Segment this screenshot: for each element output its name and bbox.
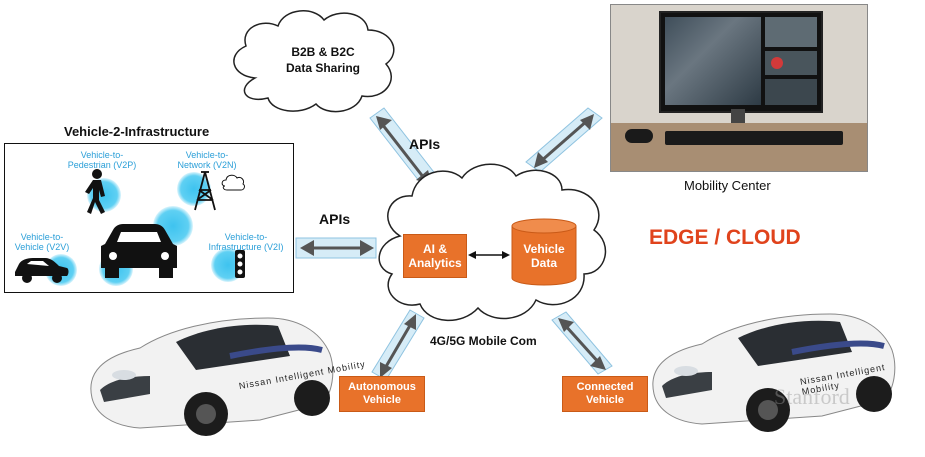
v2n-label: Vehicle-to- Network (V2N) xyxy=(167,150,247,170)
v2i-label: Vehicle-to- Infrastructure (V2I) xyxy=(201,232,291,252)
data-sharing-line2: Data Sharing xyxy=(285,61,360,75)
v2i-icons xyxy=(15,169,245,283)
autonomous-vehicle-box: Autonomous Vehicle xyxy=(339,376,425,412)
connected-vehicle-box: Connected Vehicle xyxy=(562,376,648,412)
v2i-line1: Vehicle-to- xyxy=(224,232,268,242)
connected-line1: Connected xyxy=(576,381,634,393)
pedestrian-icon xyxy=(85,169,105,214)
v2v-line1: Vehicle-to- xyxy=(20,232,64,242)
monitor-stand xyxy=(731,109,745,123)
mouse xyxy=(625,129,653,143)
v2p-label: Vehicle-to- Pedestrian (V2P) xyxy=(57,150,147,170)
mobility-center-arrow xyxy=(525,107,603,173)
ai-analytics-line2: Analytics xyxy=(408,256,462,270)
v2n-line1: Vehicle-to- xyxy=(185,150,229,160)
mobility-center-label: Mobility Center xyxy=(684,178,771,193)
v2i-panel-title: Vehicle-2-Infrastructure xyxy=(64,124,210,139)
cell-tower-icon xyxy=(194,171,216,211)
monitor-panel xyxy=(765,51,817,75)
apis-left-label: APIs xyxy=(319,211,351,227)
apis-top-label: APIs xyxy=(409,136,441,152)
monitor xyxy=(659,11,823,113)
vehicle-data-line1: Vehicle xyxy=(523,242,565,256)
v2i-panel: Vehicle-to- Pedestrian (V2P) Vehicle-to-… xyxy=(4,143,294,293)
monitor-status-panel xyxy=(765,79,817,105)
v2v-line2: Vehicle (V2V) xyxy=(14,242,70,252)
v2i-line2: Infrastructure (V2I) xyxy=(208,242,284,252)
v2v-car-icon xyxy=(15,258,69,283)
mobility-center-image xyxy=(610,4,868,172)
central-car-icon xyxy=(101,224,177,278)
autonomous-arrow xyxy=(371,309,425,381)
network-cloud-icon xyxy=(221,174,245,191)
vehicle-data-line2: Data xyxy=(530,256,557,270)
autonomous-line2: Vehicle xyxy=(363,394,401,406)
connected-arrow xyxy=(551,311,613,375)
monitor-camera-feed xyxy=(765,17,817,47)
mobile-com-label: 4G/5G Mobile Com xyxy=(430,334,537,348)
v2v-label: Vehicle-to- Vehicle (V2V) xyxy=(7,232,77,252)
apis-left-arrow xyxy=(295,237,377,259)
edge-cloud-label: EDGE / CLOUD xyxy=(649,226,801,249)
v2p-line2: Pedestrian (V2P) xyxy=(67,160,137,170)
keyboard xyxy=(665,131,843,145)
data-sharing-line1: B2B & B2C xyxy=(291,45,355,59)
stop-icon xyxy=(771,57,783,69)
v2n-line2: Network (V2N) xyxy=(177,160,237,170)
ai-analytics-line1: AI & xyxy=(422,242,447,256)
ai-analytics-box: AI & Analytics xyxy=(403,234,467,278)
connected-line2: Vehicle xyxy=(586,394,624,406)
v2p-line1: Vehicle-to- xyxy=(80,150,124,160)
autonomous-line1: Autonomous xyxy=(348,381,416,393)
monitor-map-view xyxy=(665,17,761,105)
traffic-light-icon xyxy=(235,250,245,278)
watermark: Stanford xyxy=(774,384,850,409)
